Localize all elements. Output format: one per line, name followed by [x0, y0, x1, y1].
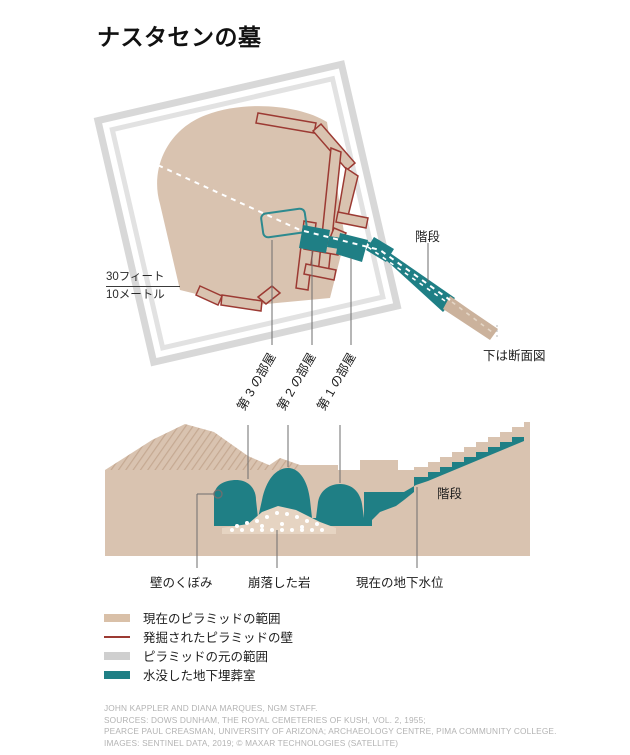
legend-swatch-current-extent	[104, 613, 130, 622]
legend-label-excavated-wall: 発掘されたピラミッドの壁	[143, 631, 294, 645]
current-extent-shape	[157, 106, 345, 306]
legend-label-flooded-chamber: 水没した地下埋葬室	[143, 669, 256, 683]
legend-label-current-extent: 現在のピラミッドの範囲	[143, 612, 281, 626]
legend-swatch-original-extent	[104, 651, 130, 660]
plan-chamber-3	[260, 207, 308, 239]
section-axis-dashed-line	[139, 156, 451, 301]
credit-line: PEARCE PAUL CREASMAN, UNIVERSITY OF ARIZ…	[104, 726, 557, 737]
section-remnant-bump	[262, 458, 300, 470]
section-rubble	[222, 506, 336, 534]
legend-item-current-extent: 現在のピラミッドの範囲	[104, 608, 293, 627]
scale-meters: 10メートル	[106, 289, 165, 301]
plan-stairs-label: 階段	[415, 230, 441, 244]
legend-label-original-extent: ピラミッドの元の範囲	[143, 650, 269, 664]
scale-feet: 30フィート	[106, 271, 165, 283]
scale-rule	[106, 286, 180, 287]
stairway-step-dashes	[367, 246, 449, 304]
label-water-table: 現在の地下水位	[356, 576, 444, 590]
label-collapsed-rock: 崩落した岩	[248, 576, 311, 590]
legend-swatch-flooded-chamber	[104, 670, 130, 679]
legend-item-flooded-chamber: 水没した地下埋葬室	[104, 665, 293, 684]
original-extent-outline	[93, 60, 402, 367]
cross-section-view	[105, 422, 530, 568]
section-pyramid-remnant	[105, 424, 300, 470]
scale-bar: 30フィート 10メートル	[106, 270, 184, 303]
plan-stairway-tan	[443, 296, 498, 340]
page-title: ナスタセンの墓	[97, 24, 262, 50]
section-stairs-label: 階段	[437, 487, 463, 501]
section-ground	[105, 422, 530, 556]
plan-view	[93, 60, 498, 367]
legend-item-excavated-wall: 発掘されたピラミッドの壁	[104, 627, 293, 646]
credits: JOHN KAPPLER AND DIANA MARQUES, NGM STAF…	[104, 703, 624, 749]
credit-line: SOURCES: DOWS DUNHAM, THE ROYAL CEMETERI…	[104, 714, 426, 725]
legend-item-original-extent: ピラミッドの元の範囲	[104, 646, 293, 665]
legend-swatch-excavated-wall	[104, 635, 130, 638]
excavated-walls-plan	[195, 112, 369, 312]
label-wall-niche: 壁のくぼみ	[150, 576, 213, 590]
legend: 現在のピラミッドの範囲 発掘されたピラミッドの壁 ピラミッドの元の範囲 水没した…	[104, 608, 293, 684]
credit-line: JOHN KAPPLER AND DIANA MARQUES, NGM STAF…	[104, 703, 318, 713]
credit-line: IMAGES: SENTINEL DATA, 2019; © MAXAR TEC…	[104, 737, 399, 748]
section-note-label: 下は断面図	[483, 349, 546, 363]
